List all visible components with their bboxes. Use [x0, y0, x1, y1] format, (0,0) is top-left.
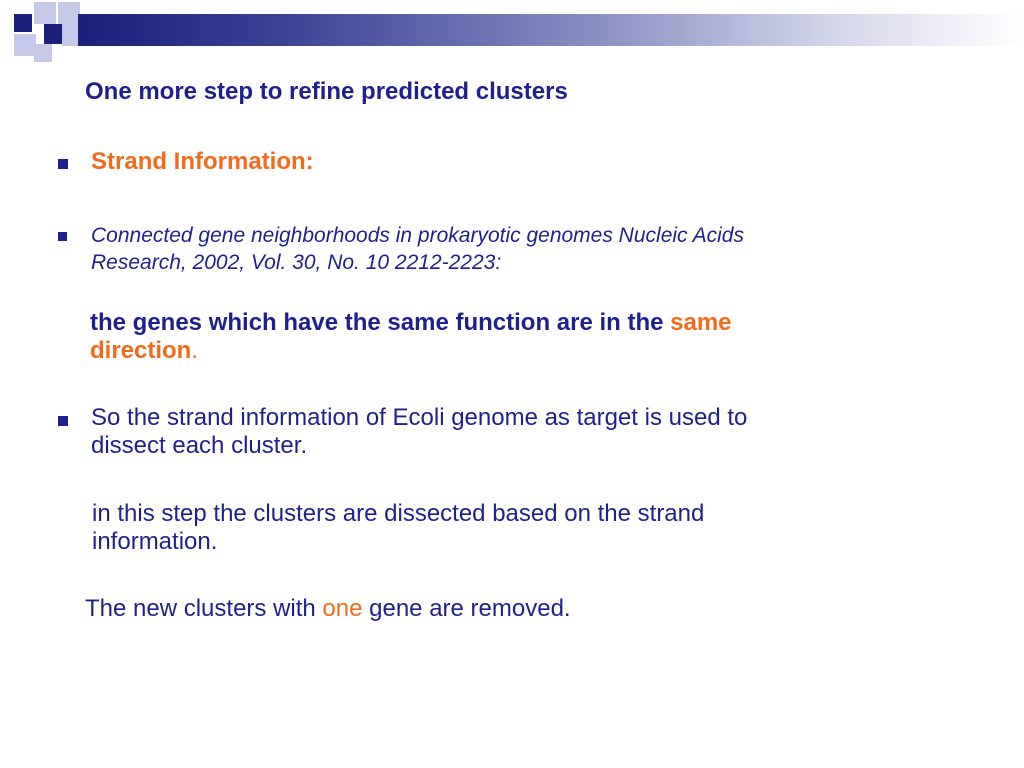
removal-note-text-1: The new clusters with: [85, 595, 323, 622]
square-bullet-icon: [58, 159, 68, 169]
removal-note-text-2: gene are removed.: [362, 595, 571, 622]
reference-citation: Connected gene neighborhoods in prokaryo…: [91, 222, 744, 276]
dissect-note-line-1: in this step the clusters are dissected …: [92, 500, 705, 527]
genes-statement: the genes which have the same function a…: [90, 309, 732, 365]
dissect-note: in this step the clusters are dissected …: [92, 500, 704, 556]
genes-statement-highlight-direction: direction: [90, 337, 192, 364]
removal-note: The new clusters with one gene are remov…: [85, 595, 571, 623]
square-bullet-icon: [58, 416, 68, 426]
strand-use-text: So the strand information of Ecoli genom…: [91, 404, 747, 460]
decor-square: [34, 44, 52, 62]
square-bullet-icon: [58, 232, 67, 241]
genes-statement-period: .: [191, 337, 199, 364]
reference-line-2: Research, 2002, Vol. 30, No. 10 2212-222…: [91, 251, 502, 274]
removal-note-highlight: one: [322, 595, 363, 622]
genes-statement-text: the genes which have the same function a…: [90, 309, 671, 336]
decor-square: [34, 2, 56, 24]
strand-use-line-1: So the strand information of Ecoli genom…: [91, 404, 748, 431]
slide-title: One more step to refine predicted cluste…: [85, 78, 568, 105]
reference-line-1: Connected gene neighborhoods in prokaryo…: [91, 224, 744, 247]
strand-heading: Strand Information:: [91, 148, 314, 175]
decor-square: [14, 14, 32, 32]
strand-use-line-2: dissect each cluster.: [91, 432, 308, 459]
header-gradient-bar: [78, 14, 1024, 46]
genes-statement-highlight-same: same: [670, 309, 732, 336]
decor-square: [14, 34, 36, 56]
decor-square: [44, 24, 62, 44]
decor-square: [62, 14, 78, 46]
dissect-note-line-2: information.: [92, 528, 218, 555]
